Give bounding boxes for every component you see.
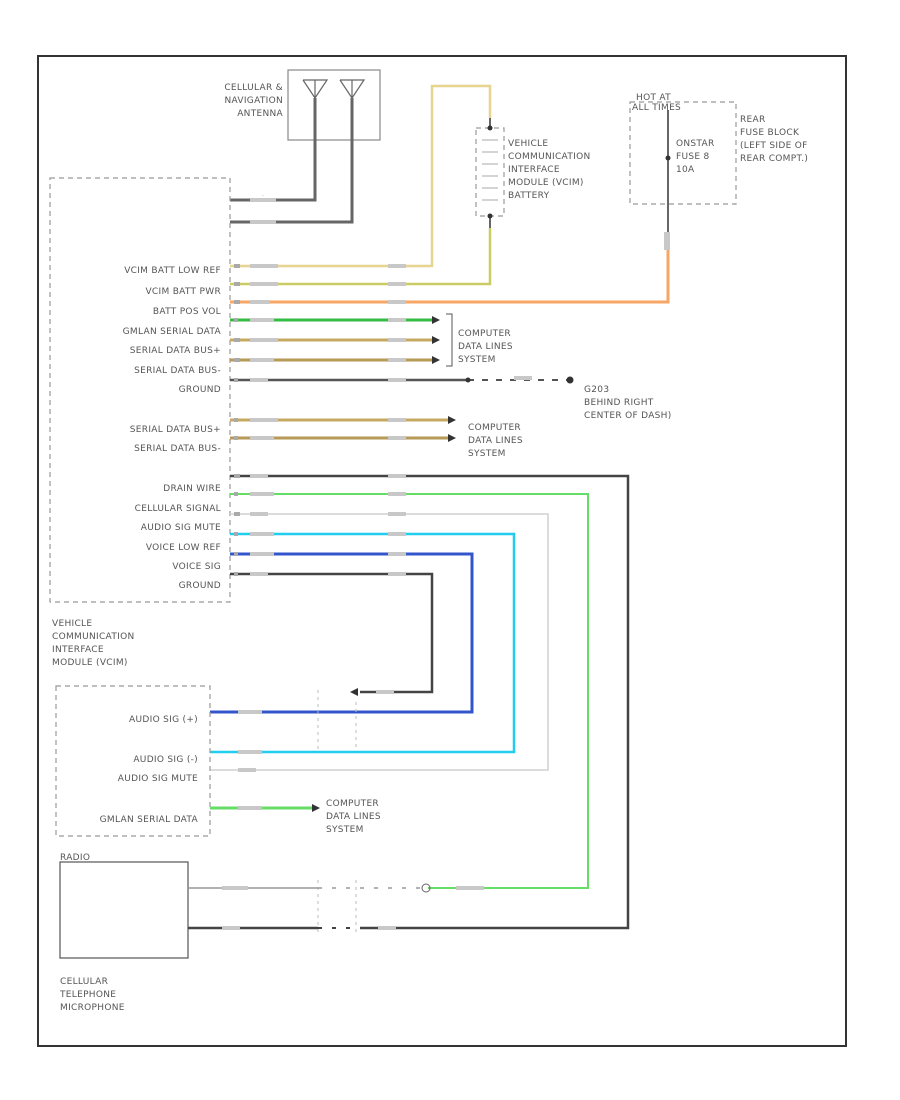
vcim-pin-labels: VCIM BATT LOW REF VCIM BATT PWR BATT POS…: [123, 266, 222, 591]
pin-tick-marks: [234, 264, 240, 576]
vcim-pin-9: SERIAL DATA BUS-: [134, 444, 221, 454]
ground-g203-label-1: G203: [584, 385, 609, 395]
fuse-label-1: ONSTAR: [676, 139, 715, 149]
battery-component: VEHICLE COMMUNICATION INTERFACE MODULE (…: [475, 118, 590, 228]
fuse-label-3: 10A: [676, 165, 695, 175]
vcim-pin-6: SERIAL DATA BUS-: [134, 366, 221, 376]
rear-fuse-label-4: REAR COMPT.): [740, 154, 808, 164]
coax-1-tag: ·: [262, 193, 264, 200]
antenna-label-2: NAVIGATION: [224, 96, 283, 106]
mic-label-3: MICROPHONE: [60, 1003, 125, 1013]
rear-fuse-block-box: [629, 101, 737, 205]
diagram-frame: [37, 55, 847, 1047]
vcim-pin-8: SERIAL DATA BUS+: [130, 425, 221, 435]
battery-label-2: COMMUNICATION: [508, 152, 590, 162]
battery-label-1: VEHICLE: [508, 139, 548, 149]
battery-label-3: INTERFACE: [508, 165, 560, 175]
radio-pin-1: AUDIO SIG (+): [129, 715, 198, 725]
vcim-pin-11: CELLULAR SIGNAL: [135, 504, 221, 514]
rear-fuse-label-1: REAR: [740, 115, 766, 125]
wire-voice-sig: [210, 552, 474, 714]
antenna-component: CELLULAR & NAVIGATION ANTENNA: [224, 69, 381, 141]
vcim-pin-5: SERIAL DATA BUS+: [130, 346, 221, 356]
arrow-icons-computer-1: [432, 316, 440, 364]
splice-rails: [317, 690, 357, 934]
ground-splice-node: [465, 377, 471, 383]
vcim-label-4: MODULE (VCIM): [52, 658, 128, 668]
antenna-label-3: ANTENNA: [237, 109, 283, 119]
vcim-label-3: INTERFACE: [52, 645, 104, 655]
arrow-icon-computer-3: [312, 804, 320, 812]
radio-pin-4: GMLAN SERIAL DATA: [100, 815, 199, 825]
computer-data-2-label-3: SYSTEM: [468, 449, 506, 459]
radio-pin-3: AUDIO SIG MUTE: [118, 774, 198, 784]
radio-module-box: [55, 685, 211, 837]
vcim-pin-15: GROUND: [179, 581, 221, 591]
connector-icon: [421, 883, 431, 893]
vcim-label-1: VEHICLE: [52, 619, 92, 629]
mic-label-1: CELLULAR: [60, 977, 108, 987]
computer-data-1-label-2: DATA LINES: [458, 342, 513, 352]
hot-at-label-2: ALL TIMES: [632, 103, 681, 113]
vcim-pin-2: VCIM BATT PWR: [145, 287, 221, 297]
wire-cellular-signal: [230, 493, 589, 889]
vcim-pin-7: GROUND: [179, 385, 221, 395]
computer-data-2-label-2: DATA LINES: [468, 436, 523, 446]
antenna-box: [287, 69, 381, 141]
radio-pin-2: AUDIO SIG (-): [133, 755, 198, 765]
vcim-label-2: COMMUNICATION: [52, 632, 134, 642]
vcim-pin-10: DRAIN WIRE: [163, 484, 221, 494]
battery-box: [475, 127, 505, 217]
vcim-pin-1: VCIM BATT LOW REF: [124, 266, 221, 276]
hot-at-label-1: HOT AT: [636, 93, 671, 103]
ground-g203-icon: [566, 376, 574, 384]
ground-g203-label-3: CENTER OF DASH): [584, 411, 672, 421]
arrow-icon-ground-2: [350, 688, 358, 696]
computer-data-1-label-1: COMPUTER: [458, 329, 511, 339]
fuse-block-component: HOT AT ALL TIMES ONSTAR FUSE 8 10A REAR …: [629, 93, 808, 232]
vcim-pin-13: VOICE LOW REF: [146, 543, 221, 553]
wire-drain: [230, 474, 630, 930]
arrow-icons-computer-2: [448, 416, 456, 442]
ground-g203-label-2: BEHIND RIGHT: [584, 398, 654, 408]
vcim-module-box: [49, 177, 231, 603]
wire-voice-low-ref: [210, 532, 516, 754]
computer-data-3-label-1: COMPUTER: [326, 799, 379, 809]
computer-data-1-label-3: SYSTEM: [458, 355, 496, 365]
vcim-pin-4: GMLAN SERIAL DATA: [123, 327, 222, 337]
radio-label: RADIO: [60, 853, 90, 863]
wire-batt-pos-vol: [230, 232, 670, 304]
vcim-pin-3: BATT POS VOL: [153, 307, 221, 317]
antenna-label-1: CELLULAR &: [224, 83, 283, 93]
wire-batt-pwr: [230, 228, 492, 286]
battery-label-4: MODULE (VCIM): [508, 178, 584, 188]
microphone-box: [59, 861, 189, 959]
rear-fuse-label-3: (LEFT SIDE OF: [740, 141, 808, 151]
fuse-label-2: FUSE 8: [676, 152, 710, 162]
vcim-pin-12: AUDIO SIG MUTE: [141, 523, 221, 533]
antenna-icon: [302, 79, 366, 100]
computer-data-3-label-3: SYSTEM: [326, 825, 364, 835]
wire-code-tags: [222, 198, 670, 930]
wire-batt-low-ref: [230, 84, 492, 268]
brace-computer-1: [446, 313, 453, 367]
computer-data-3-label-2: DATA LINES: [326, 812, 381, 822]
wire-ground-2: [230, 572, 434, 694]
rear-fuse-label-2: FUSE BLOCK: [740, 128, 800, 138]
battery-label-5: BATTERY: [508, 191, 550, 201]
vcim-pin-14: VOICE SIG: [172, 562, 221, 572]
mic-label-2: TELEPHONE: [59, 990, 116, 1000]
battery-cell-icon: [482, 139, 498, 201]
computer-data-2-label-1: COMPUTER: [468, 423, 521, 433]
